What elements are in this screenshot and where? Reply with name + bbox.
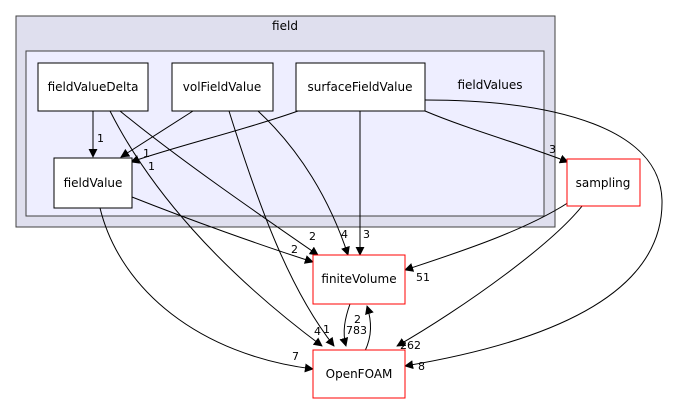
edge-label-OpenFOAM-to-finiteVolume[interactable]: 2 [354,313,361,326]
edge-label-surface-to-fieldValue[interactable]: 1 [148,160,155,173]
node-surfaceFieldValue-box [295,62,426,112]
edge-vol-to-OpenFOAM [228,110,335,347]
node-fieldValue-label: fieldValue [64,176,123,190]
edges [88,99,663,373]
node-OpenFOAM-label: OpenFOAM [326,367,393,381]
edge-finiteVolume-to-OpenFOAM [339,303,351,347]
edge-surface-to-OpenFOAM [404,99,663,370]
edge-fieldValue-to-OpenFOAM [99,207,314,373]
edge-label-fieldValue-to-OpenFOAM[interactable]: 7 [292,350,299,363]
edge-label-delta-to-OpenFOAM[interactable]: 4 [314,325,321,338]
edge-label-vol-to-finiteVolume[interactable]: 4 [341,228,348,241]
edge-label-vol-to-OpenFOAM[interactable]: 1 [323,323,330,336]
edge-label-vol-to-fieldValue[interactable]: 1 [143,147,150,160]
edge-vol-to-fieldValue [120,110,194,158]
edge-sampling-to-OpenFOAM [396,197,589,347]
node-sampling-box [566,158,641,207]
edge-label-fieldValue-to-finiteVolume[interactable]: 2 [291,243,298,256]
edge-label-surface-to-finiteVolume[interactable]: 3 [363,228,370,241]
edge-surface-to-fieldValue [130,110,299,164]
edge-label-surface-to-OpenFOAM[interactable]: 8 [418,360,425,373]
edge-label-finiteVolume-to-OpenFOAM[interactable]: 783 [346,324,367,337]
node-finiteVolume-box [312,254,406,305]
edge-labels: 1 1 1 3 2 2 4 3 51 4 1 7 783 2 262 8 [97,132,556,373]
node-surfaceFieldValue-label: surfaceFieldValue [308,80,413,94]
edge-vol-to-finiteVolume [257,110,350,256]
node-fieldValue-box [53,157,133,209]
node-sampling-label: sampling [576,176,631,190]
edge-label-sampling-to-finiteVolume[interactable]: 51 [416,271,430,284]
edge-surface-to-sampling [424,110,569,164]
node-fieldValue[interactable]: fieldValue [53,157,133,209]
node-fieldValueDelta-label: fieldValueDelta [48,80,139,94]
edge-label-surface-to-sampling[interactable]: 3 [549,143,556,156]
edge-delta-to-finiteVolume [119,110,319,256]
node-finiteVolume-label: finiteVolume [321,272,396,286]
node-finiteVolume[interactable]: finiteVolume [312,254,406,305]
node-volFieldValue-box [171,62,274,112]
node-fieldValueDelta-box [37,62,149,112]
edge-label-delta-to-finiteVolume[interactable]: 2 [309,230,316,243]
edge-label-delta-to-fieldValue[interactable]: 1 [97,132,104,145]
edge-fieldValue-to-finiteVolume [131,196,314,264]
node-volFieldValue[interactable]: volFieldValue [171,62,274,112]
edge-label-sampling-to-OpenFOAM[interactable]: 262 [400,339,421,352]
node-OpenFOAM-box [312,349,406,399]
edge-delta-to-OpenFOAM [109,110,323,347]
node-sampling[interactable]: sampling [566,158,641,207]
edge-OpenFOAM-to-finiteVolume [364,305,374,352]
cluster-field-label: field [272,19,298,33]
node-fieldValueDelta[interactable]: fieldValueDelta [37,62,149,112]
node-OpenFOAM[interactable]: OpenFOAM [312,349,406,399]
edge-sampling-to-finiteVolume [404,197,576,272]
node-volFieldValue-label: volFieldValue [183,80,261,94]
node-surfaceFieldValue[interactable]: surfaceFieldValue [295,62,426,112]
cluster-fieldValues-label: fieldValues [457,78,522,92]
